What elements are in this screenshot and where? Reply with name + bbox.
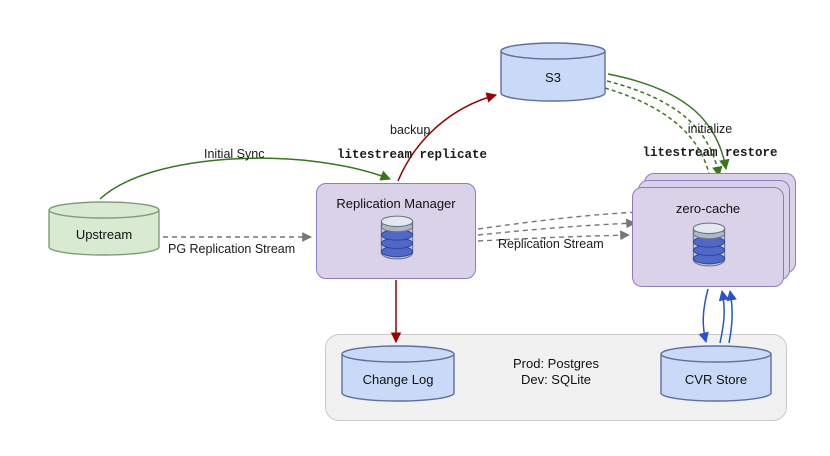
label-replication-stream: Replication Stream: [498, 237, 604, 251]
label-initialize: initialize: [687, 122, 733, 136]
label-initial-sync: Initial Sync: [204, 147, 265, 161]
database-icon: [378, 213, 416, 261]
edge-replication-stream-2: [477, 218, 636, 236]
zero-cache-label: zero-cache: [675, 201, 741, 216]
cvr-store-label: CVR Store: [684, 372, 748, 387]
label-litestream-replicate: litestream replicate: [336, 148, 488, 162]
cylinder-shape: [660, 345, 772, 402]
edge-replication-stream-1: [477, 207, 642, 230]
node-s3: S3: [500, 42, 606, 102]
database-icon: [690, 220, 728, 268]
change-log-label: Change Log: [362, 372, 434, 387]
environment-note: Prod: Postgres Dev: SQLite: [495, 356, 617, 389]
cylinder-shape: [48, 201, 160, 256]
node-cvr-store: CVR Store: [660, 345, 772, 402]
label-backup: backup: [390, 123, 431, 137]
node-change-log: Change Log: [341, 345, 455, 402]
node-replication-manager: Replication Manager: [316, 183, 476, 279]
s3-label: S3: [545, 70, 561, 85]
node-upstream: Upstream: [48, 201, 160, 256]
upstream-label: Upstream: [75, 227, 133, 242]
cylinder-shape: [341, 345, 455, 402]
environment-note-line1: Prod: Postgres: [513, 356, 599, 371]
edge-backup: [397, 92, 498, 182]
label-pg-replication-stream: PG Replication Stream: [168, 242, 296, 256]
environment-note-line2: Dev: SQLite: [520, 372, 592, 388]
label-litestream-restore: litestream restore: [642, 146, 778, 160]
replication-manager-label: Replication Manager: [336, 196, 456, 211]
node-zero-cache: zero-cache: [632, 187, 784, 287]
cylinder-shape: [500, 42, 606, 102]
